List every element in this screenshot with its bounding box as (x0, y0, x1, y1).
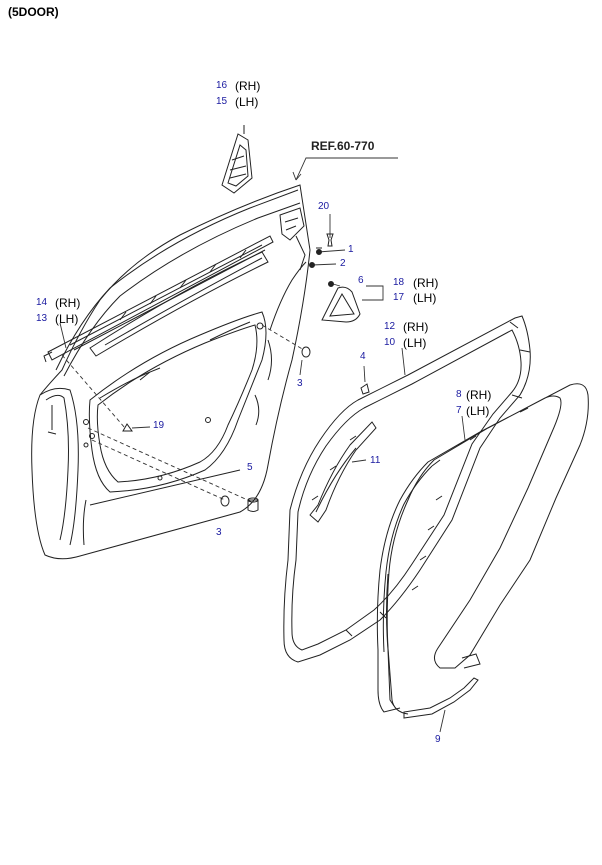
part-label-11: 11 (370, 455, 381, 466)
part-label-1: 1 (348, 244, 354, 255)
part-5-bumper (247, 497, 259, 512)
part-label-4: 4 (360, 351, 366, 362)
part-label-15: 15 (216, 96, 228, 107)
part-label-3-upper: 3 (297, 378, 303, 389)
part-label-8: 8 (456, 389, 462, 400)
lh-label-13: (LH) (55, 312, 79, 326)
part-label-12: 12 (384, 321, 396, 332)
part-label-6: 6 (358, 275, 364, 286)
part-15-16-delta-molding (221, 125, 253, 194)
part-9-lower-seal (403, 677, 479, 719)
part-label-7: 7 (456, 405, 462, 416)
rh-label-18: (RH) (413, 276, 439, 290)
part-20-clip (326, 233, 334, 247)
part-7-8-door-weatherstrip (376, 383, 589, 715)
part-4-clip (360, 383, 370, 395)
part-label-13: 13 (36, 313, 48, 324)
diagram-title: (5DOOR) (8, 5, 59, 19)
rh-label-12: (RH) (403, 320, 429, 334)
part-label-20: 20 (318, 201, 330, 212)
part-label-9: 9 (435, 734, 441, 745)
lh-label-10: (LH) (403, 336, 427, 350)
part-1-bolt (316, 247, 322, 255)
part-label-19: 19 (153, 420, 165, 431)
part-label-14: 14 (36, 297, 48, 308)
part-3-plug-lower (220, 495, 230, 507)
part-10-12-body-weatherstrip (283, 315, 531, 663)
ref-label: REF.60-770 (311, 139, 375, 153)
part-3-plug-upper (301, 346, 311, 358)
part-label-16: 16 (216, 80, 228, 91)
part-label-5: 5 (247, 462, 253, 473)
part-19-fastener (122, 423, 133, 432)
leader-lines (59, 157, 466, 733)
part-label-18: 18 (393, 277, 405, 288)
part-label-17: 17 (393, 292, 405, 303)
part-11-seal (309, 421, 377, 523)
part-6-clip (328, 281, 334, 287)
part-17-18-garnish (321, 286, 361, 323)
lh-label-17: (LH) (413, 291, 437, 305)
part-label-10: 10 (384, 337, 396, 348)
lh-label-15: (LH) (235, 95, 259, 109)
rh-label-8: (RH) (466, 388, 492, 402)
rh-label-14: (RH) (55, 296, 81, 310)
lh-label-7: (LH) (466, 404, 490, 418)
door-panel (31, 184, 311, 560)
part-2-screw (309, 262, 315, 268)
part-label-3-lower: 3 (216, 527, 222, 538)
part-label-2: 2 (340, 258, 346, 269)
rh-label-16: (RH) (235, 79, 261, 93)
